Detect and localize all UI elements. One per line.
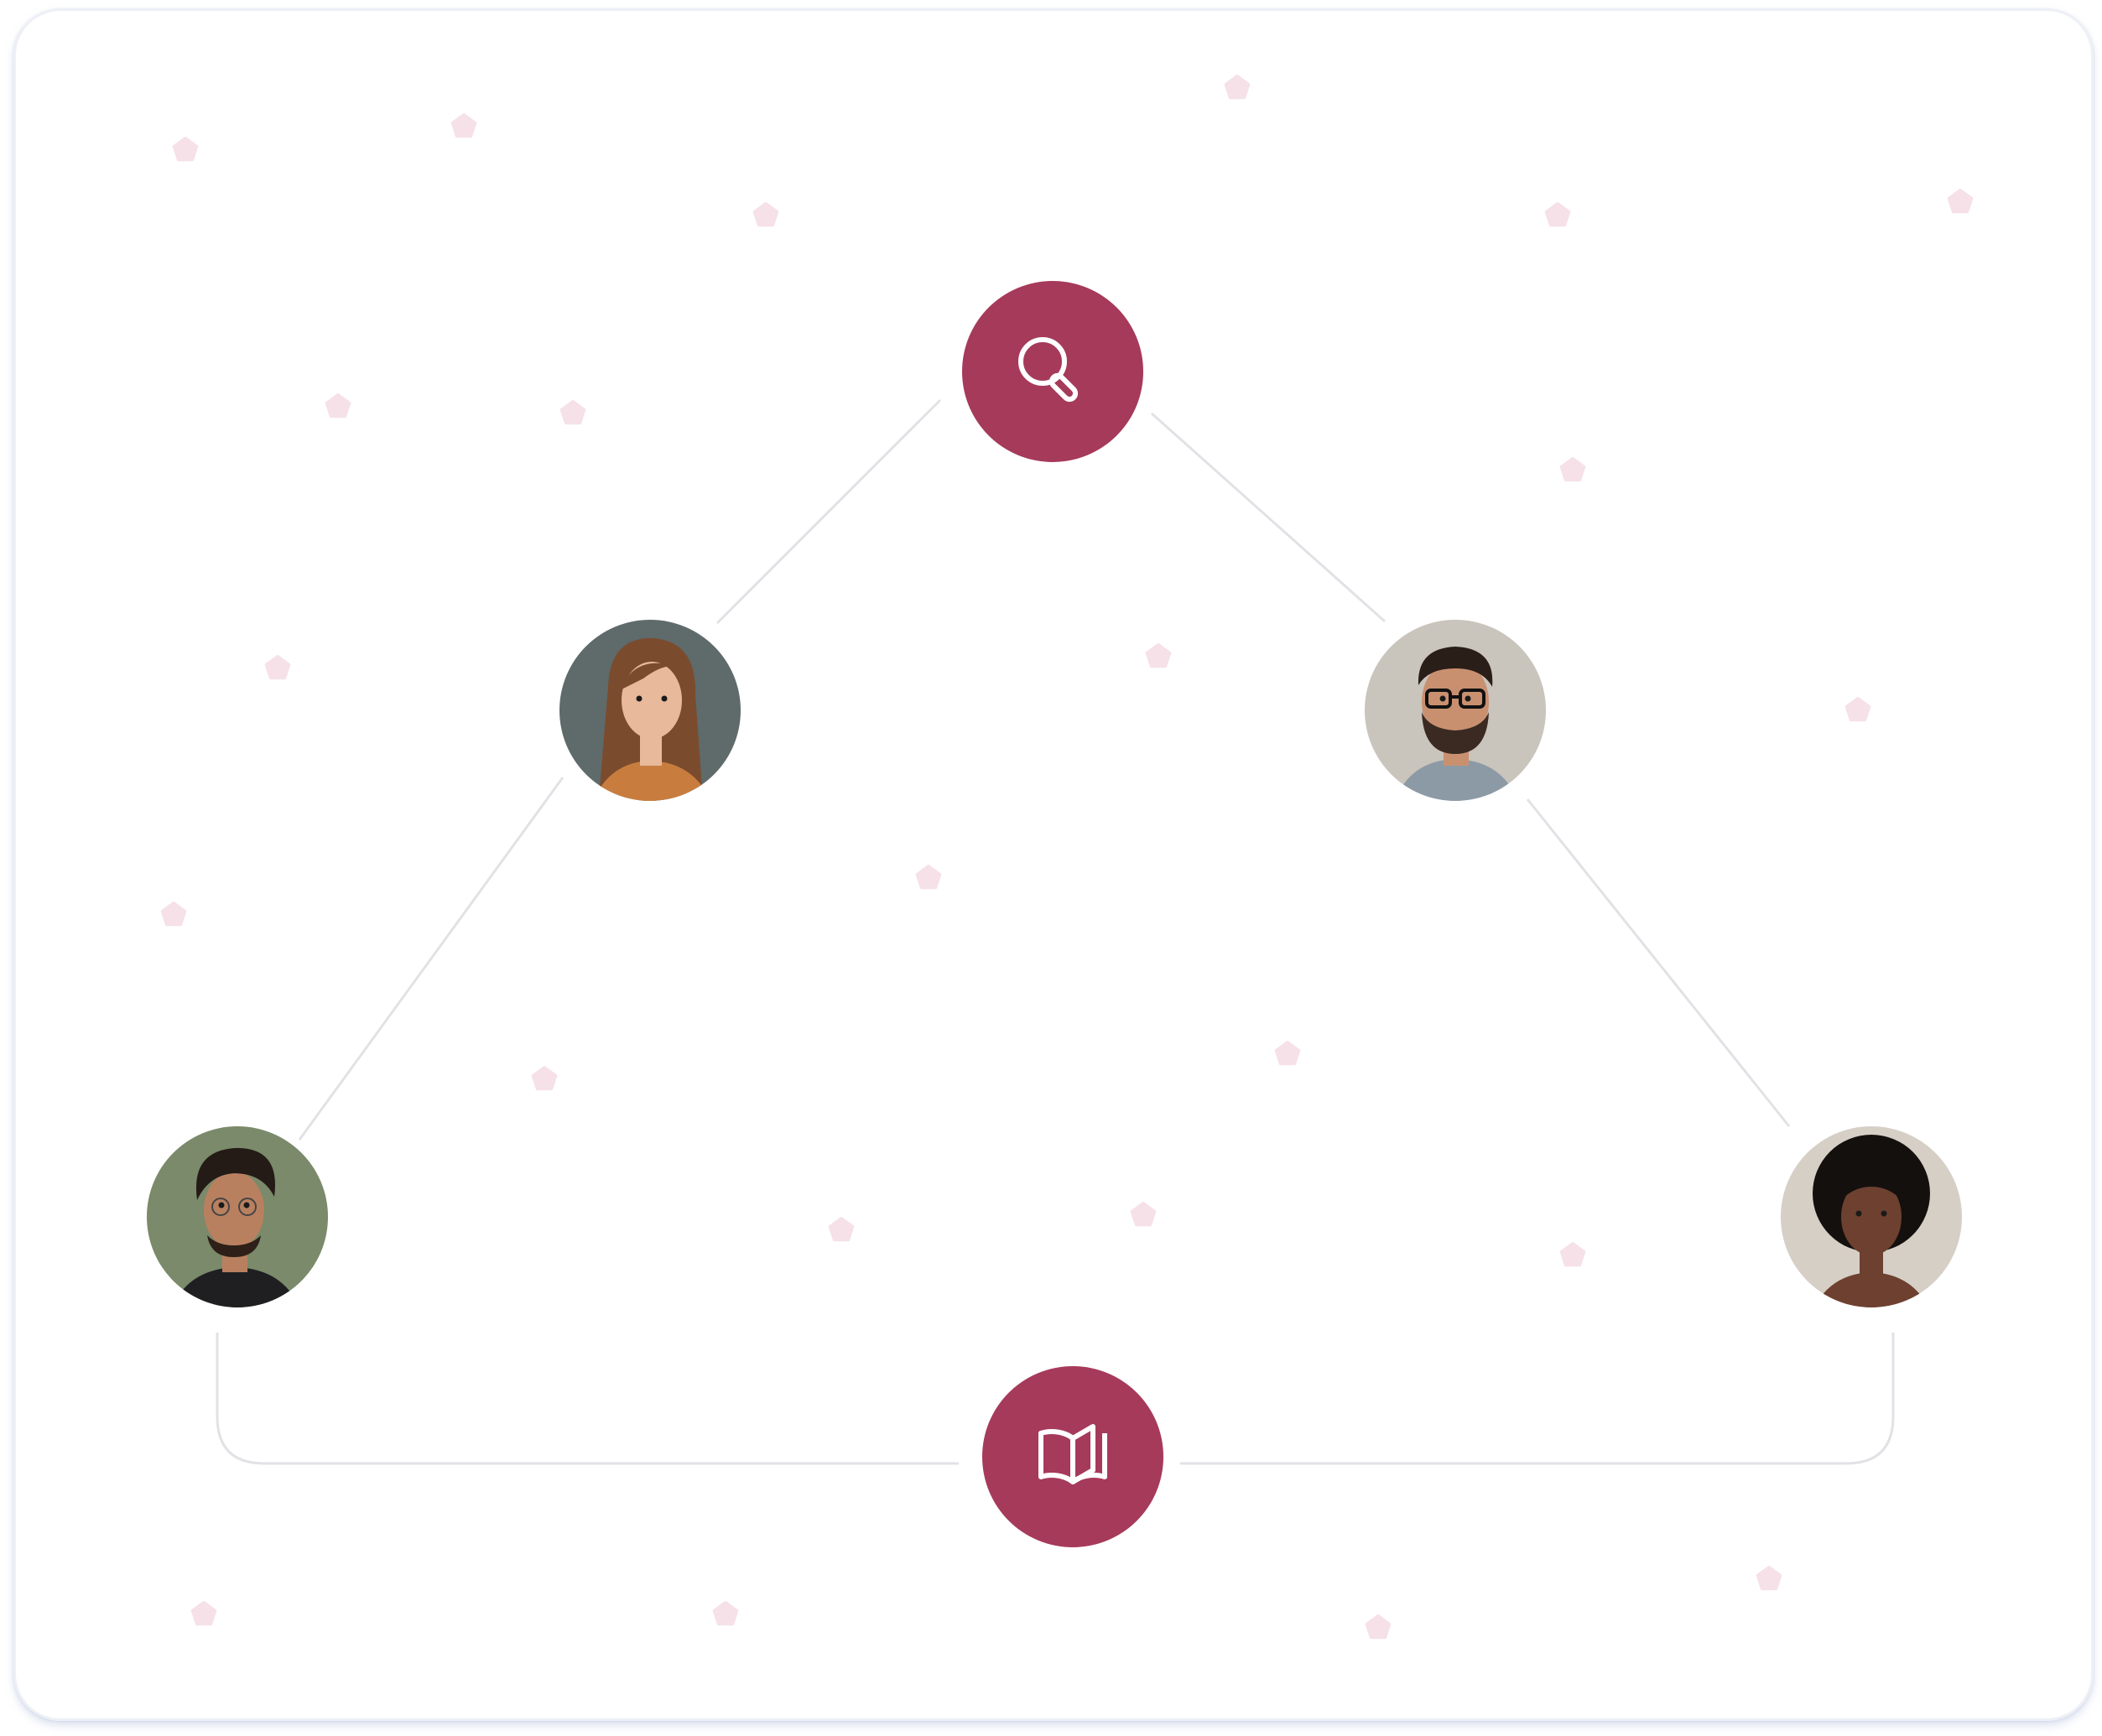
confetti-pentagon xyxy=(752,202,779,227)
confetti-pentagon xyxy=(264,655,291,680)
diagram-canvas xyxy=(160,75,1974,1640)
confetti-pentagon xyxy=(1224,75,1251,100)
confetti-pentagon xyxy=(712,1601,739,1626)
confetti-pentagon xyxy=(1365,1614,1392,1640)
confetti-pentagon xyxy=(1559,457,1586,482)
confetti-pentagon xyxy=(1844,697,1871,722)
search-hub[interactable] xyxy=(962,281,1143,462)
confetti-decoration xyxy=(160,75,1974,1640)
portrait-illustration xyxy=(1365,620,1546,801)
confetti-pentagon xyxy=(450,113,477,138)
confetti-pentagon xyxy=(915,865,942,890)
confetti-pentagon xyxy=(559,400,586,425)
confetti-pentagon xyxy=(172,137,199,162)
search-icon xyxy=(1018,337,1079,403)
connector-line xyxy=(298,777,565,1141)
connector-line xyxy=(1526,798,1791,1127)
diagram-card xyxy=(13,8,2094,1721)
confetti-pentagon xyxy=(531,1066,558,1091)
confetti-pentagon xyxy=(1130,1202,1157,1227)
confetti-pentagon xyxy=(160,902,187,927)
avatar-man-curly-hair[interactable] xyxy=(147,1126,328,1307)
confetti-pentagon xyxy=(190,1601,217,1626)
open-book-icon xyxy=(1038,1424,1107,1484)
avatar-man-glasses-beard[interactable] xyxy=(1365,620,1546,801)
confetti-pentagon xyxy=(1947,189,1974,214)
confetti-pentagon xyxy=(1145,643,1172,668)
confetti-pentagon xyxy=(1756,1566,1782,1591)
confetti-pentagon xyxy=(1274,1041,1301,1066)
knowledge-hub[interactable] xyxy=(982,1366,1163,1547)
portrait-illustration xyxy=(1781,1126,1962,1307)
connector-line xyxy=(216,1333,959,1465)
confetti-pentagon xyxy=(1544,202,1571,227)
connector-line xyxy=(715,398,942,625)
portrait-illustration xyxy=(147,1126,328,1307)
connector-line xyxy=(1151,412,1386,623)
avatar-woman-natural-hair[interactable] xyxy=(1781,1126,1962,1307)
portrait-illustration xyxy=(559,620,741,801)
avatar-woman-long-hair[interactable] xyxy=(559,620,741,801)
connector-lines xyxy=(216,398,1895,1465)
confetti-pentagon xyxy=(325,393,351,418)
connector-line xyxy=(1180,1333,1895,1465)
confetti-pentagon xyxy=(1559,1242,1586,1267)
confetti-pentagon xyxy=(828,1217,855,1242)
